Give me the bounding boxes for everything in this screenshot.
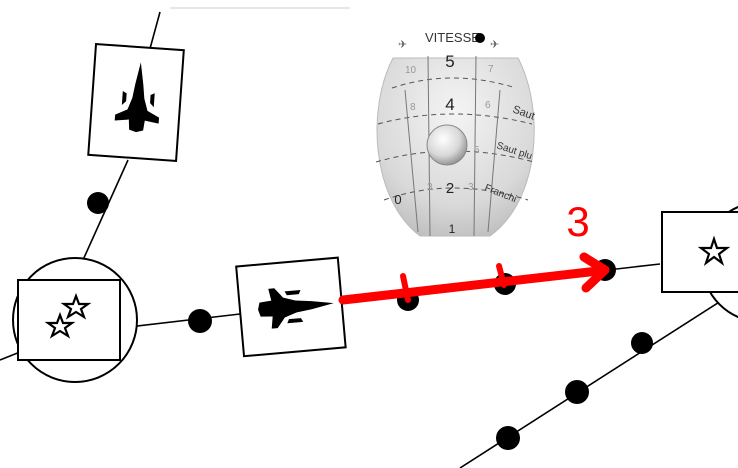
dial-side-label: 6 [485,100,491,111]
speed-value: 5 [445,52,454,71]
speed-knob[interactable] [426,124,468,166]
speed-value: 0 [394,192,401,207]
route-node[interactable] [565,380,589,404]
speed-dial[interactable]: VITESSE ✈ ✈ 5 4 2 1 0 10 8 3 7 6 5 3 Sau… [375,30,536,237]
dial-side-label: 7 [488,64,494,75]
speed-value: 1 [449,222,456,236]
single-star-system[interactable] [661,202,738,322]
ship-silhouette-icon: ✈ [398,39,407,51]
movement-arrow [338,252,610,305]
move-count-label: 3 [566,198,589,245]
dial-side-label: 3 [427,182,433,193]
route-node[interactable] [496,426,520,450]
speed-value: 2 [446,180,454,197]
dial-title: VITESSE [425,30,480,45]
dial-side-label: 10 [405,65,417,76]
dial-side-label: 3 [468,182,474,193]
route-node[interactable] [188,309,212,333]
starfighter-icon [114,62,160,133]
starfighter-icon [258,288,334,329]
enemy-ship-card[interactable] [87,42,185,163]
star-icon [697,235,731,266]
indicator-icon [475,33,485,43]
ship-silhouette-icon: ✈ [490,39,499,51]
route-node[interactable] [631,332,653,354]
star-icon [44,311,76,339]
star-icon [60,292,92,320]
double-star-system[interactable] [12,257,138,383]
route-node[interactable] [87,192,109,214]
speed-value: 4 [445,95,454,114]
player-ship-card[interactable] [235,256,347,358]
dial-side-label: 5 [474,145,480,156]
dial-side-label: 8 [410,102,416,113]
